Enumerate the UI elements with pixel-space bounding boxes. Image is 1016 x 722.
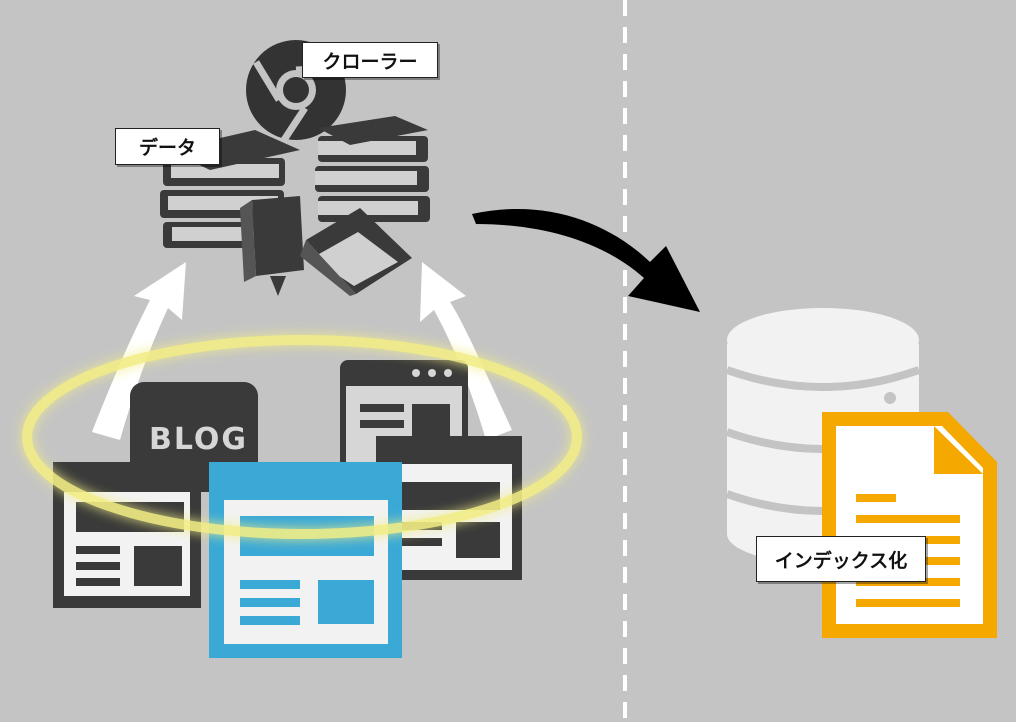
data-label: データ [115,128,220,165]
upward-arrow-right-icon [420,262,512,440]
indexing-label: インデックス化 [756,536,926,582]
blog-text: BLOG [149,422,248,457]
upward-arrow-left-icon [92,262,186,440]
web-page-icon [209,462,402,658]
web-page-icon [53,462,201,608]
document-icon [822,412,997,638]
books-stack-icon [160,116,430,296]
web-pages-group: BLOG [53,360,522,658]
glow-ring [22,335,582,539]
curved-arrow-icon [472,208,700,312]
crawler-label: クローラー [302,42,438,78]
